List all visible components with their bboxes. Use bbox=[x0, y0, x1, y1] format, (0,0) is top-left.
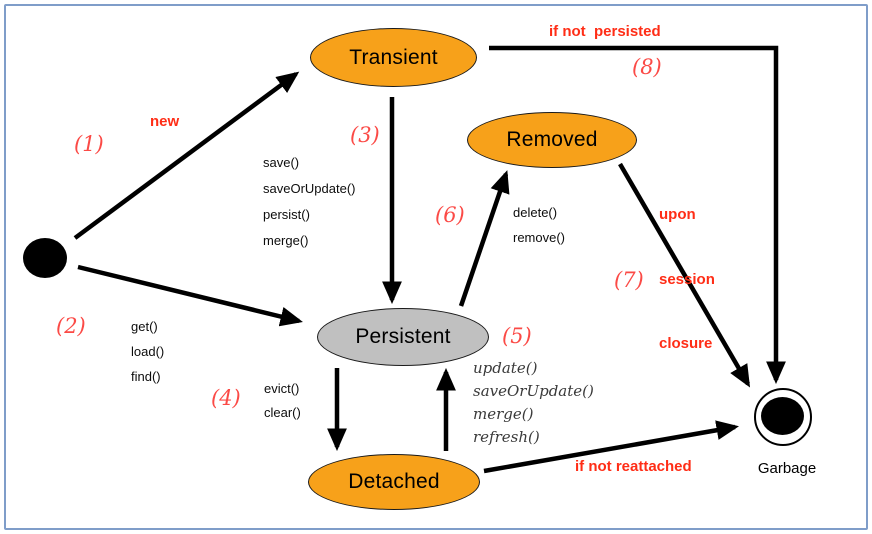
state-removed: Removed bbox=[467, 112, 637, 168]
methods-persistent-to-removed: delete() remove() bbox=[513, 200, 565, 250]
arrow-persistent-to-removed bbox=[458, 170, 510, 307]
arrow-transient-to-garbage bbox=[489, 45, 786, 385]
final-state-garbage bbox=[754, 388, 812, 446]
method-label: clear() bbox=[264, 405, 301, 420]
method-label: load() bbox=[131, 344, 165, 359]
caption-line: closure bbox=[659, 335, 713, 352]
method-label: merge() bbox=[473, 405, 534, 423]
method-label: update() bbox=[473, 359, 538, 377]
method-label: saveOrUpdate() bbox=[263, 181, 356, 196]
method-label: save() bbox=[263, 155, 300, 170]
transition-number-1: (1) bbox=[74, 132, 104, 156]
arrow-new-to-transient bbox=[73, 71, 300, 240]
method-label: merge() bbox=[263, 233, 309, 248]
initial-state-dot bbox=[23, 238, 67, 278]
methods-transient-to-persistent: save() saveOrUpdate() persist() merge() bbox=[263, 150, 355, 254]
method-label: evict() bbox=[264, 381, 300, 396]
methods-detached-to-persistent: update() saveOrUpdate() merge() refresh(… bbox=[473, 357, 594, 449]
transition-number-4: (4) bbox=[211, 386, 241, 410]
method-label: get() bbox=[131, 319, 158, 334]
caption-if-not-reattached: if not reattached bbox=[575, 458, 692, 475]
methods-persistent-to-detached: evict() clear() bbox=[264, 377, 301, 425]
state-transient: Transient bbox=[310, 28, 477, 87]
state-detached-label: Detached bbox=[348, 470, 440, 493]
method-label: saveOrUpdate() bbox=[473, 382, 594, 400]
final-state-inner-dot bbox=[761, 397, 804, 435]
transition-number-2: (2) bbox=[56, 314, 86, 338]
method-label: remove() bbox=[513, 230, 566, 245]
caption-line: session bbox=[659, 270, 715, 288]
transition-number-7: (7) bbox=[614, 268, 644, 292]
method-label: refresh() bbox=[473, 428, 540, 446]
state-persistent: Persistent bbox=[317, 308, 489, 366]
caption-line: upon bbox=[659, 206, 696, 223]
state-transient-label: Transient bbox=[349, 45, 438, 69]
caption-new: new bbox=[150, 113, 180, 130]
caption-upon-session-closure: upon session closure bbox=[659, 161, 715, 398]
garbage-label: Garbage bbox=[757, 460, 817, 477]
transition-number-6: (6) bbox=[435, 203, 465, 227]
methods-start-to-persistent: get() load() find() bbox=[131, 314, 164, 389]
method-label: delete() bbox=[513, 205, 558, 220]
arrow-removed-to-garbage bbox=[618, 162, 751, 388]
state-detached: Detached bbox=[308, 454, 480, 510]
transition-number-3: (3) bbox=[350, 123, 380, 147]
method-label: find() bbox=[131, 369, 161, 384]
state-removed-label: Removed bbox=[506, 128, 598, 151]
transition-number-8: (8) bbox=[632, 55, 662, 79]
state-persistent-label: Persistent bbox=[355, 325, 451, 348]
method-label: persist() bbox=[263, 207, 310, 222]
transition-number-5: (5) bbox=[502, 324, 532, 348]
arrow-get-to-persistent bbox=[77, 264, 303, 327]
arrow-detached-to-garbage bbox=[483, 420, 739, 474]
caption-if-not-persisted: if not persisted bbox=[549, 23, 661, 40]
